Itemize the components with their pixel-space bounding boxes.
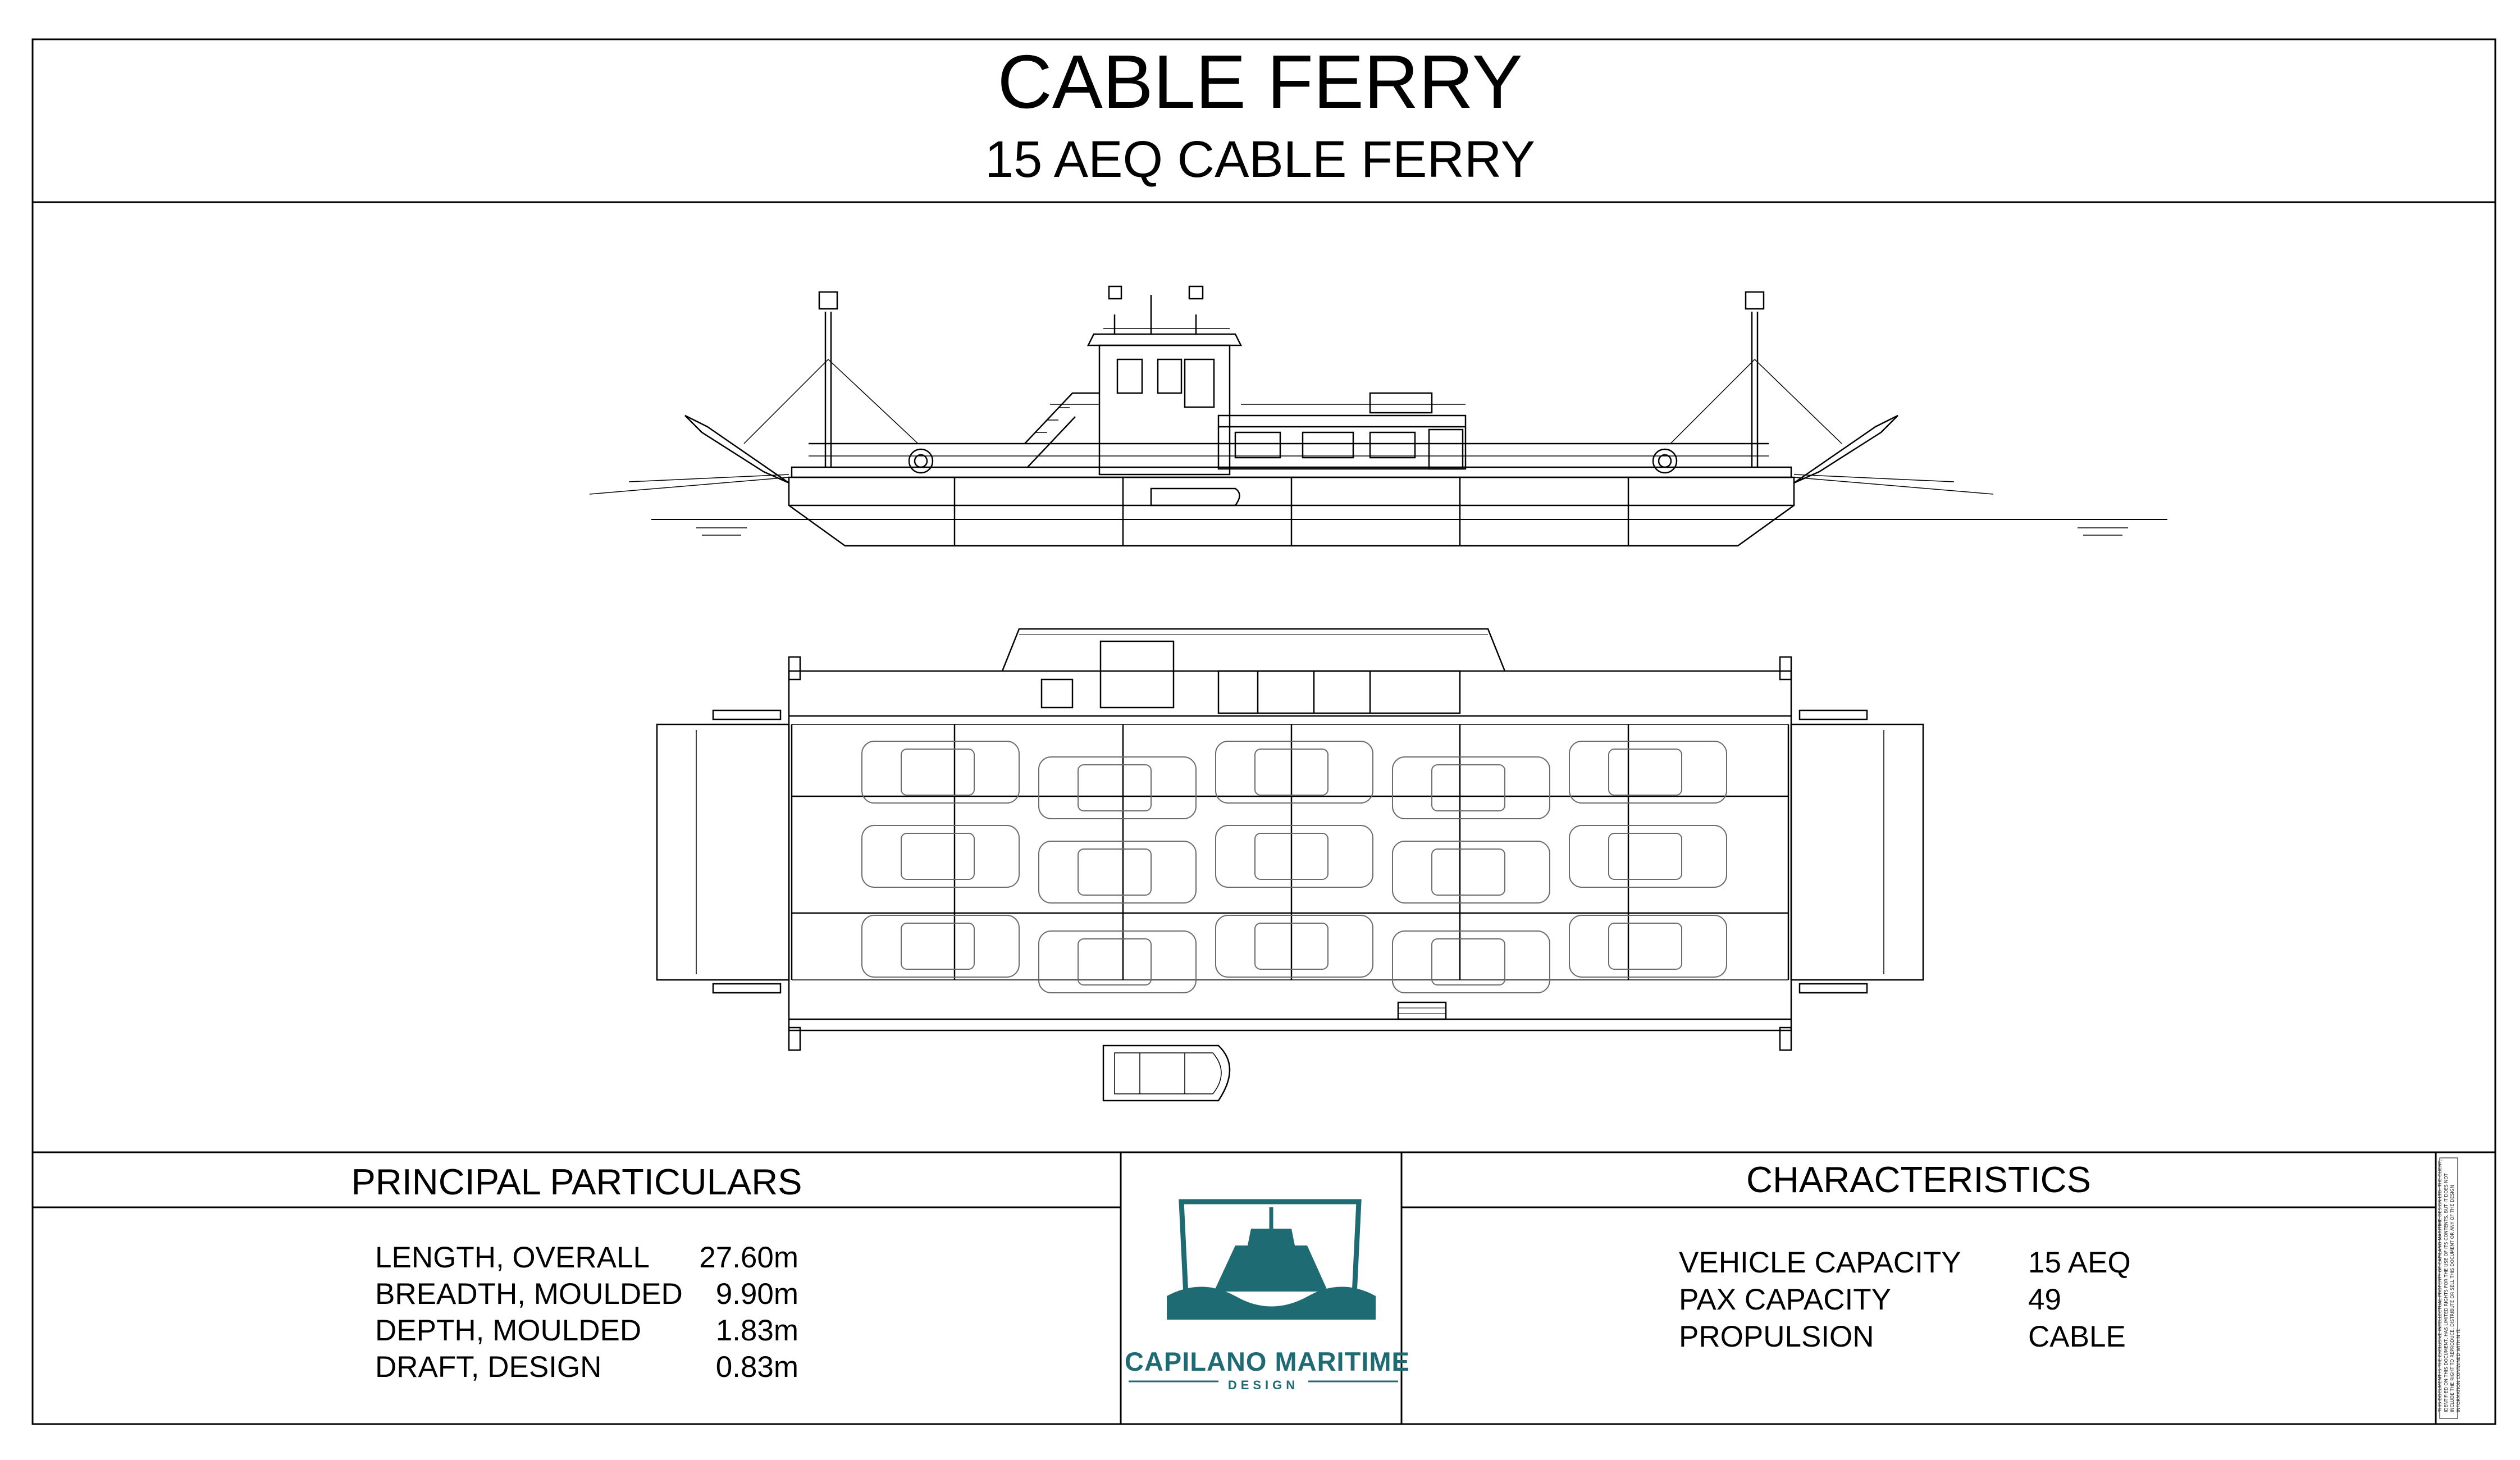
car-cabin	[1608, 833, 1682, 880]
car-outline	[1569, 741, 1727, 804]
logo-ship	[1214, 1229, 1328, 1292]
pp-value-draft: 0.83m	[715, 1350, 798, 1384]
notice-box	[2439, 1157, 2458, 1419]
logo-company-name: CAPILANO MARITIME	[1125, 1347, 1410, 1376]
company-logo	[1129, 1199, 1398, 1383]
car-outline	[1038, 841, 1197, 904]
car-outline	[861, 741, 1020, 804]
car-cabin	[1431, 848, 1505, 896]
drawing-title: CABLE FERRY	[997, 39, 1523, 124]
ch-value-vehicle-capacity: 15 AEQ	[2028, 1246, 2131, 1279]
car-cabin	[901, 749, 975, 796]
car-outline	[1215, 915, 1373, 978]
logo-waves	[1167, 1286, 1376, 1320]
car-outline	[1215, 741, 1373, 804]
car-outline	[861, 825, 1020, 888]
ch-label-propulsion: PROPULSION	[1679, 1320, 1874, 1353]
plan-view	[656, 628, 1924, 1102]
drawing-subtitle: 15 AEQ CABLE FERRY	[984, 131, 1536, 188]
logo-company-sub: DESIGN	[1227, 1378, 1299, 1392]
car-outline	[1569, 825, 1727, 888]
pp-label-length: LENGTH, OVERALL	[375, 1241, 650, 1274]
car-outline	[1569, 915, 1727, 978]
principal-particulars-heading: PRINCIPAL PARTICULARS	[351, 1161, 802, 1202]
car-cabin	[1078, 848, 1152, 896]
car-cabin	[1431, 938, 1505, 986]
car-cabin	[1078, 764, 1152, 811]
legal-notice: THIS DOCUMENT IS THE EXCLUSIVE INTELLECT…	[2437, 1159, 2461, 1412]
car-outline	[1392, 930, 1550, 993]
car-cabin	[1254, 923, 1329, 970]
ch-label-vehicle-capacity: VEHICLE CAPACITY	[1679, 1246, 1961, 1279]
logo-frame	[1179, 1199, 1362, 1319]
car-cabin	[1608, 749, 1682, 796]
pp-label-depth: DEPTH, MOULDED	[375, 1314, 642, 1347]
pp-label-draft: DRAFT, DESIGN	[375, 1350, 602, 1384]
car-outline	[1392, 841, 1550, 904]
characteristics-heading: CHARACTERISTICS	[1746, 1159, 2091, 1200]
car-cabin	[1078, 938, 1152, 986]
car-cabin	[1254, 833, 1329, 880]
car-cabin	[1608, 923, 1682, 970]
profile-view	[589, 285, 2167, 547]
pp-label-breadth: BREADTH, MOULDED	[375, 1278, 683, 1311]
pp-value-depth: 1.83m	[715, 1314, 798, 1347]
car-outline	[861, 915, 1020, 978]
car-cabin	[1254, 749, 1329, 796]
pp-value-length: 27.60m	[699, 1241, 798, 1274]
ch-label-pax-capacity: PAX CAPACITY	[1679, 1283, 1891, 1316]
car-outline	[1038, 756, 1197, 819]
car-outline	[1215, 825, 1373, 888]
sheet-border	[31, 38, 2496, 1425]
pp-value-breadth: 9.90m	[715, 1278, 798, 1311]
car-cabin	[1431, 764, 1505, 811]
car-grid	[861, 741, 1727, 993]
car-outline	[1392, 756, 1550, 819]
car-outline	[1038, 930, 1197, 993]
car-cabin	[901, 833, 975, 880]
car-cabin	[901, 923, 975, 970]
ch-value-propulsion: CABLE	[2028, 1320, 2126, 1353]
ch-value-pax-capacity: 49	[2028, 1283, 2061, 1316]
